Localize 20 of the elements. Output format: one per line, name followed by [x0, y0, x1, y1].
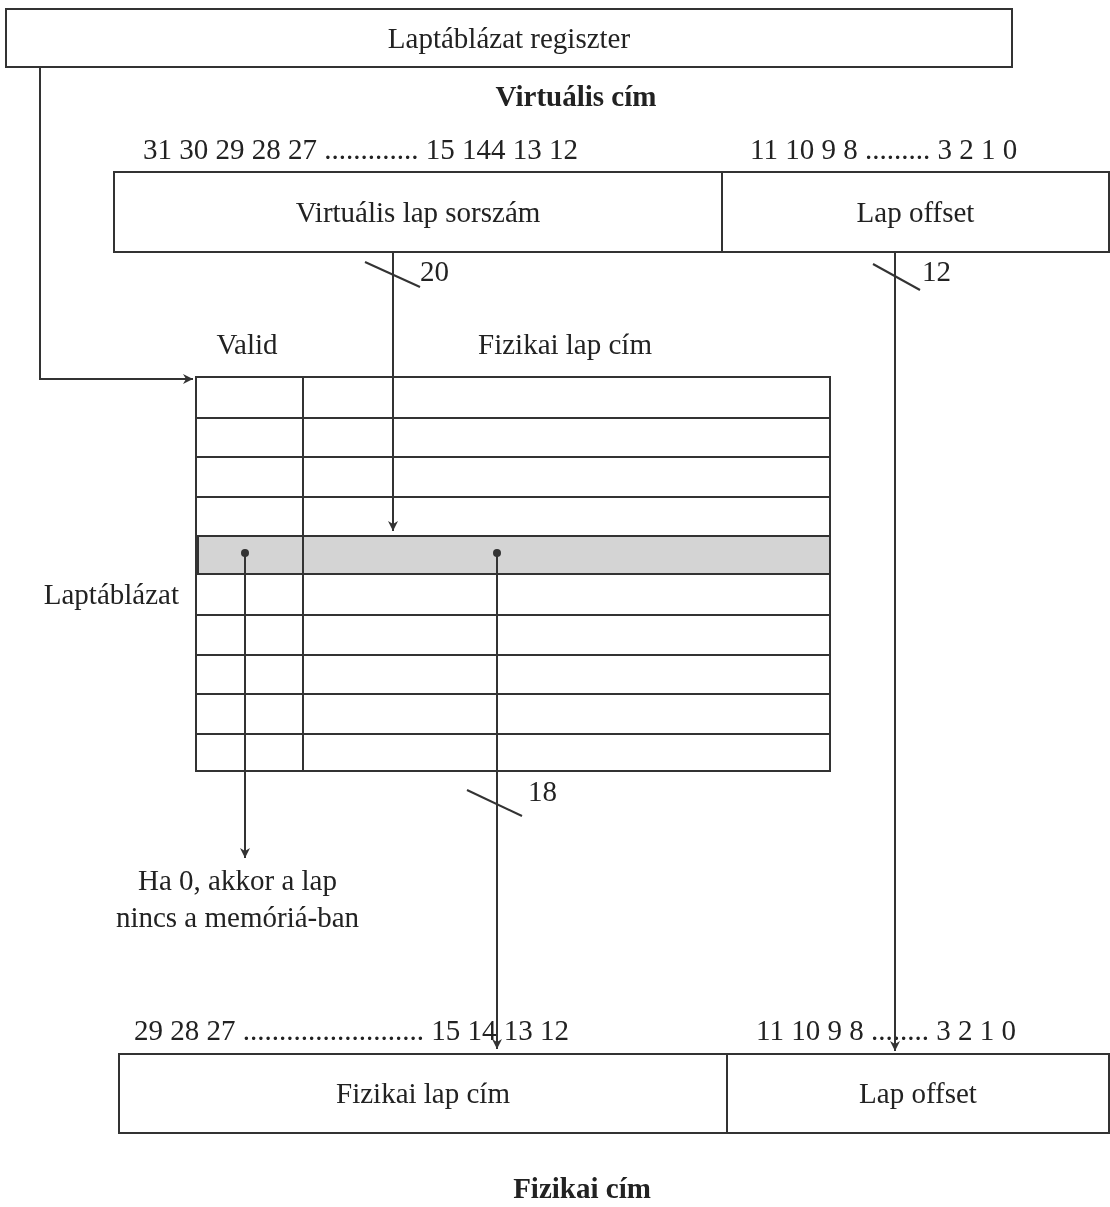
arrow [39, 67, 194, 384]
bit-numbers: 29 28 27 ......................... 15 14 13 12 [134, 1014, 569, 1047]
column-header: Valid [216, 328, 278, 361]
highlighted-cell [302, 535, 831, 575]
bit-numbers: 11 10 9 8 ........ 3 2 1 0 [756, 1014, 1016, 1047]
table-title: Laptáblázat [43, 578, 179, 611]
column-header: Fizikai lap cím [478, 328, 652, 361]
arrow [388, 252, 398, 532]
field-box: Fizikai lap cím [118, 1053, 728, 1134]
field-box: Lap offset [721, 171, 1110, 253]
field-box: Virtuális lap sorszám [113, 171, 723, 253]
heading: Virtuális cím [495, 80, 657, 113]
note-text: Ha 0, akkor a lap nincs a memóriá-ban [110, 862, 365, 982]
bit-numbers: 31 30 29 28 27 ............. 15 144 13 12 [143, 133, 578, 166]
field-box: Lap offset [726, 1053, 1110, 1134]
register-box: Laptáblázat regiszter [5, 8, 1013, 68]
bit-numbers: 11 10 9 8 ......... 3 2 1 0 [750, 133, 1018, 166]
heading: Fizikai cím [513, 1172, 651, 1205]
highlighted-cell [197, 535, 304, 575]
arrow [890, 252, 900, 1052]
